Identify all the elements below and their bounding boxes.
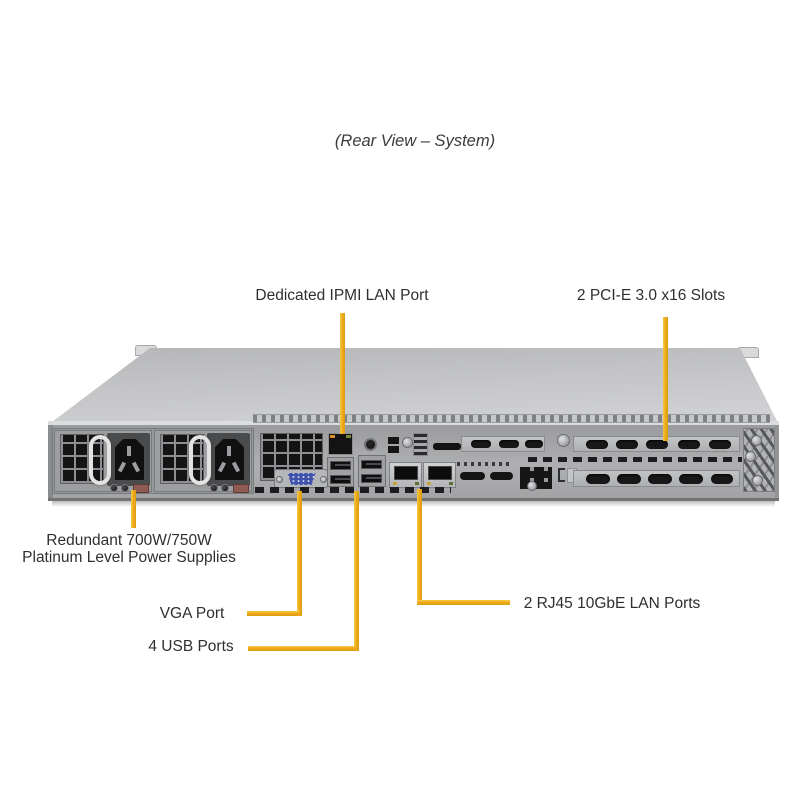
psu1-inlet-panel xyxy=(107,433,150,486)
pcie-callout-line xyxy=(663,317,668,441)
psu2-inlet-panel xyxy=(207,433,250,486)
rear-panel xyxy=(48,425,779,501)
psu-bay xyxy=(52,428,254,494)
lan1-led-left xyxy=(393,482,397,485)
round-port-hole xyxy=(364,438,377,451)
io-bottom-vent-dashes xyxy=(255,487,451,493)
panel-left-edge xyxy=(48,425,53,498)
middle-screw xyxy=(557,434,570,447)
psu2-inlet-pin-earth xyxy=(227,446,231,456)
vga-port xyxy=(274,469,328,488)
server-chassis xyxy=(48,344,779,507)
psu2-led-2 xyxy=(221,484,229,492)
lan2-led-left xyxy=(427,482,431,485)
knockout-slot-a xyxy=(460,472,485,480)
psu1-inlet-pin-right xyxy=(131,461,141,473)
lan1-led-right xyxy=(415,482,419,485)
bracket-screw-1 xyxy=(751,435,762,446)
lan-port-2 xyxy=(423,462,456,488)
lan-callout-line-vertical xyxy=(417,489,422,605)
vga-screw-left xyxy=(276,476,283,483)
usb-callout-line-horizontal xyxy=(248,646,356,651)
bracket-mark xyxy=(558,468,565,482)
ipmi-callout-line xyxy=(340,313,345,434)
diagram-title: (Rear View – System) xyxy=(334,132,496,150)
psu2-led-1 xyxy=(210,484,218,492)
psu-callout-line xyxy=(131,490,136,528)
lid-edge-highlight xyxy=(48,421,779,425)
middle-dot-vents xyxy=(457,462,509,466)
lan-label: 2 RJ45 10GbE LAN Ports xyxy=(523,595,701,612)
pci-slot-cover-bottom xyxy=(573,470,740,487)
vga-callout-line-vertical xyxy=(297,491,302,616)
psu1-inlet-pin-left xyxy=(117,461,127,473)
usb-ports-stack-a xyxy=(327,457,354,487)
power-supply-1 xyxy=(54,430,152,493)
vga-label: VGA Port xyxy=(159,605,225,622)
psu2-release-latch xyxy=(233,484,249,493)
psu2-handle xyxy=(189,435,211,485)
power-supply-2 xyxy=(154,430,252,493)
small-cutout-bottom xyxy=(388,446,399,453)
rear-bracket xyxy=(743,428,775,492)
bracket-screw-3 xyxy=(752,475,763,486)
serial-knockout-slot xyxy=(433,443,461,450)
bracket-screw-2 xyxy=(745,451,756,462)
psu1-release-latch xyxy=(133,484,149,493)
lan2-led-right xyxy=(449,482,453,485)
usb-ports-stack-b xyxy=(358,455,386,487)
ipmi-lan-port xyxy=(328,433,353,455)
small-cutout-top xyxy=(388,437,399,444)
vga-connector xyxy=(287,473,316,485)
psu-label-line2: Platinum Level Power Supplies xyxy=(22,549,236,566)
lid-vent-strip xyxy=(253,414,770,423)
pcie-label: 2 PCI-E 3.0 x16 Slots xyxy=(576,287,726,304)
panel-right-edge xyxy=(775,425,779,498)
usb-label: 4 USB Ports xyxy=(148,638,234,655)
lan-callout-line-horizontal xyxy=(417,600,510,605)
ipmi-led-left xyxy=(330,435,335,438)
psu2-ac-inlet xyxy=(215,439,244,480)
ipmi-led-right xyxy=(346,435,351,438)
pci-slot-cover-low-profile xyxy=(461,436,545,452)
knockout-slot-b xyxy=(490,472,513,480)
ipmi-label: Dedicated IPMI LAN Port xyxy=(255,287,429,304)
lan-port-1 xyxy=(389,462,422,488)
psu2-inlet-pin-right xyxy=(231,461,241,473)
pci-divider-dashes xyxy=(528,457,742,462)
usb-callout-line-vertical xyxy=(354,491,359,651)
chassis-shadow xyxy=(52,501,775,507)
psu2-inlet-pin-left xyxy=(217,461,227,473)
psu-label-line1: Redundant 700W/750W xyxy=(46,532,212,549)
psu1-handle xyxy=(89,435,111,485)
vga-screw-right xyxy=(320,476,327,483)
psu1-led-2 xyxy=(121,484,129,492)
psu1-ac-inlet xyxy=(115,439,144,480)
chassis-lid xyxy=(48,348,779,425)
psu-label: Redundant 700W/750W Platinum Level Power… xyxy=(9,532,249,566)
vga-callout-line-horizontal xyxy=(247,611,299,616)
middle-screw-small xyxy=(527,481,537,491)
io-screw xyxy=(402,437,413,448)
psu1-inlet-pin-earth xyxy=(127,446,131,456)
io-mini-vent xyxy=(413,433,428,456)
psu1-led-1 xyxy=(110,484,118,492)
pci-slot-cover-top xyxy=(573,436,740,452)
